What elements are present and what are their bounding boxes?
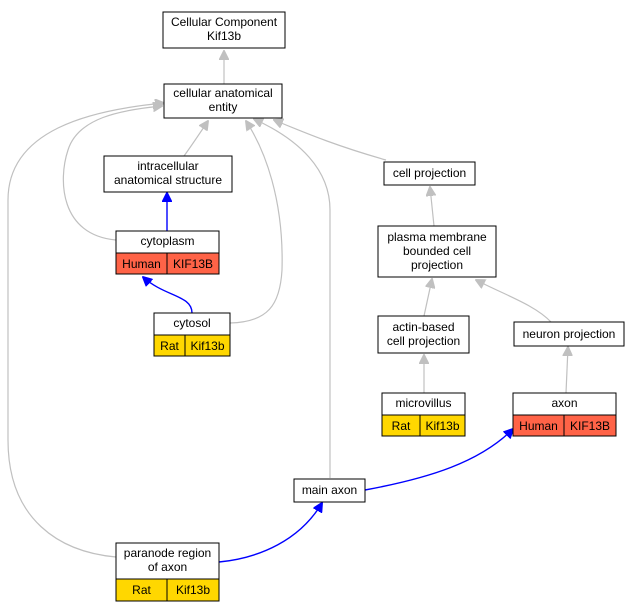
node-pmbcp-line-1: plasma membrane — [387, 230, 487, 244]
node-neuron-projection[interactable]: neuron projection — [513, 321, 625, 347]
cytosol-gene-cell — [184, 334, 231, 357]
node-ias-line-2: anatomical structure — [114, 173, 222, 187]
node-root-line-1: Cellular Component — [171, 15, 278, 29]
node-cytoplasm[interactable]: cytoplasm Human KIF13B — [115, 230, 220, 275]
node-paranode-line-1: paranode region — [124, 546, 211, 560]
node-actin-based-cell-projection[interactable]: actin-based cell projection — [377, 315, 470, 354]
edges — [7, 51, 568, 563]
edge-ias-to-cae — [183, 121, 208, 157]
edge-mainaxon-to-cae — [254, 119, 331, 478]
node-pmbcp-line-2: bounded cell — [403, 244, 471, 258]
cytoplasm-species: Human — [122, 257, 161, 271]
node-root-line-2: Kif13b — [207, 29, 241, 43]
edge-paranode-to-mainaxon — [218, 503, 322, 563]
node-axon[interactable]: axon Human KIF13B — [512, 392, 617, 437]
axon-species: Human — [519, 419, 558, 433]
cytosol-species: Rat — [160, 339, 179, 353]
node-actin-line-2: cell projection — [387, 334, 460, 348]
edge-cytosol-to-cytoplasm — [143, 277, 193, 314]
microvillus-species: Rat — [392, 419, 411, 433]
node-actin-line-1: actin-based — [392, 320, 454, 334]
node-main-axon[interactable]: main axon — [293, 478, 366, 503]
cytosol-gene: Kif13b — [190, 339, 224, 353]
edge-mainaxon-to-axon — [364, 429, 513, 491]
node-cell-projection-label: cell projection — [393, 166, 466, 180]
axon-gene: KIF13B — [570, 419, 610, 433]
nodes: Cellular Component Kif13b cellular anato… — [103, 11, 625, 602]
edge-actin-to-pmbcp — [423, 279, 432, 317]
cytoplasm-gene-cell — [166, 252, 220, 275]
node-cellular-anatomical-entity[interactable]: cellular anatomical entity — [163, 83, 283, 119]
node-plasma-membrane-bounded-cell-projection[interactable]: plasma membrane bounded cell projection — [377, 225, 497, 278]
node-cytosol[interactable]: cytosol Rat Kif13b — [153, 312, 231, 357]
node-cae-line-2: entity — [209, 100, 238, 114]
paranode-species: Rat — [132, 583, 151, 597]
node-axon-label: axon — [551, 396, 577, 410]
edge-cellproj-to-cae — [274, 120, 387, 161]
node-neuron-projection-label: neuron projection — [523, 327, 616, 341]
node-microvillus[interactable]: microvillus Rat Kif13b — [381, 392, 466, 437]
node-intracellular-anatomical-structure[interactable]: intracellular anatomical structure — [103, 155, 233, 193]
edge-cytoplasm-to-cae — [62, 106, 162, 241]
node-cae-line-1: cellular anatomical — [173, 86, 272, 100]
node-pmbcp-line-3: projection — [411, 258, 463, 272]
node-main-axon-label: main axon — [302, 483, 357, 497]
node-paranode-line-2: of axon — [148, 560, 187, 574]
microvillus-gene: Kif13b — [425, 419, 459, 433]
node-root[interactable]: Cellular Component Kif13b — [162, 11, 286, 49]
node-cell-projection[interactable]: cell projection — [383, 161, 476, 186]
edge-neuronproj-to-pmbcp — [476, 280, 552, 323]
node-cytoplasm-label: cytoplasm — [140, 234, 194, 248]
edge-pmbcp-to-cellproj — [430, 187, 434, 227]
edge-axon-to-neuronproj — [566, 347, 568, 394]
microvillus-gene-cell — [419, 414, 466, 437]
paranode-gene: Kif13b — [176, 583, 210, 597]
node-cytosol-label: cytosol — [173, 316, 210, 330]
paranode-gene-cell — [166, 578, 220, 602]
axon-gene-cell — [563, 414, 617, 437]
edge-paranode-to-cae — [7, 103, 164, 558]
node-microvillus-label: microvillus — [395, 396, 451, 410]
edge-cytosol-to-cae — [229, 121, 283, 324]
cytoplasm-gene: KIF13B — [173, 257, 213, 271]
node-ias-line-1: intracellular — [137, 159, 198, 173]
node-paranode-region-of-axon[interactable]: paranode region of axon Rat Kif13b — [115, 542, 220, 602]
